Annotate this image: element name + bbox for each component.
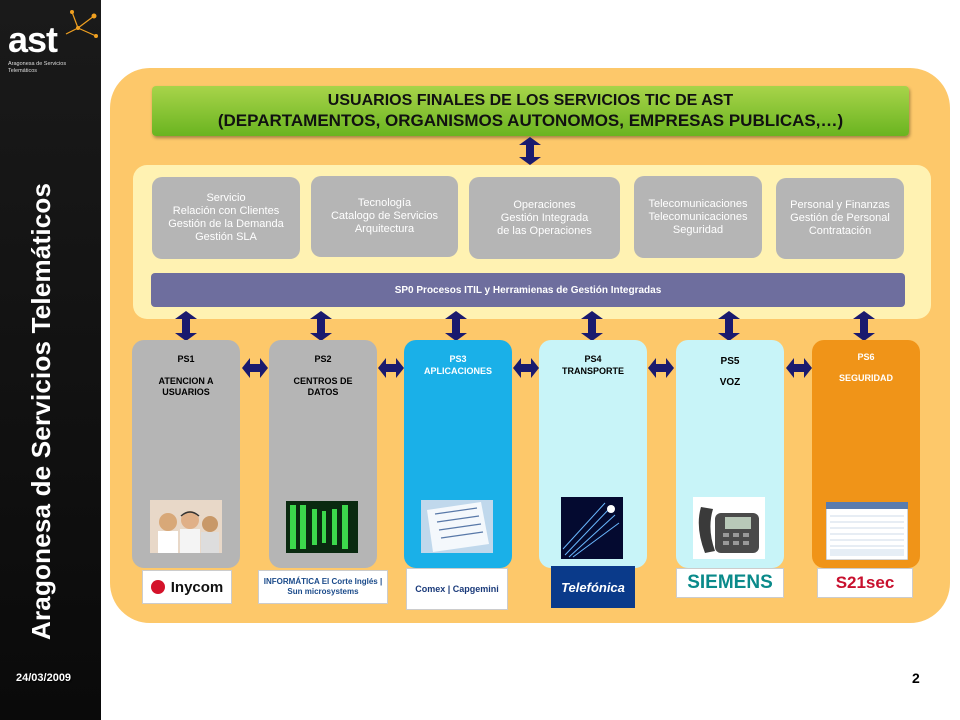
vendor-logo-siemens: SIEMENS	[676, 568, 784, 598]
horizontal-double-arrow-icon	[648, 358, 674, 378]
double-arrow-icon	[175, 311, 197, 341]
vendor-logo-eci-sun: INFORMÁTICA El Corte Inglés | Sun micros…	[258, 570, 388, 604]
box-line: Relación con Clientes	[172, 205, 280, 217]
horizontal-double-arrow-icon	[786, 358, 812, 378]
fiber-optic-photo	[561, 497, 623, 559]
column-code: PS3	[449, 354, 467, 364]
vendor-logo-inycom: Inycom	[142, 570, 232, 604]
box-personal-finanzas: Personal y Finanzas Gestión de Personal …	[776, 178, 904, 259]
box-line: Contratación	[808, 225, 872, 237]
double-arrow-icon	[718, 311, 740, 341]
ip-phone-photo	[693, 497, 765, 559]
vendor-name: SIEMENS	[687, 572, 773, 593]
star-logo-icon	[65, 10, 98, 38]
brand-logo: ast	[8, 19, 58, 60]
header-line-1: USUARIOS FINALES DE LOS SERVICIOS TIC DE…	[327, 92, 734, 109]
box-line: Catalogo de Servicios	[330, 210, 438, 222]
column-name: TRANSPORTE	[561, 366, 624, 376]
horizontal-double-arrow-icon	[242, 358, 268, 378]
double-arrow-icon	[853, 311, 875, 341]
double-arrow-icon	[445, 311, 467, 341]
vendor-logo-s21sec: S21sec	[817, 568, 913, 598]
box-line: Gestión SLA	[195, 231, 257, 243]
double-arrow-icon	[519, 137, 541, 165]
call-center-photo	[150, 500, 222, 553]
column-name: VOZ	[719, 377, 741, 388]
box-line: Telecomunicaciones	[648, 210, 748, 223]
box-operaciones: Operaciones Gestión Integrada de las Ope…	[469, 177, 620, 259]
sidebar: ast Aragonesa de Servicios Telemáticos A…	[0, 0, 101, 720]
vendor-name: Telefónica	[561, 579, 625, 595]
vendor-name: INFORMÁTICA El Corte Inglés | Sun micros…	[263, 577, 383, 596]
column-name: ATENCION A USUARIOS	[158, 376, 214, 397]
box-title: Telecomunicaciones	[648, 197, 748, 210]
box-servicio: Servicio Relación con Clientes Gestión d…	[152, 177, 300, 259]
box-telecomunicaciones: Telecomunicaciones Telecomunicaciones Se…	[634, 176, 762, 258]
inycom-mark-icon	[150, 580, 165, 594]
security-screenshot	[826, 502, 908, 560]
documents-photo	[421, 500, 493, 553]
column-code: PS6	[857, 352, 875, 362]
column-code: PS2	[314, 354, 332, 364]
brand-subtitle: Aragonesa de Servicios Telemáticos	[8, 61, 67, 74]
box-line: Arquitectura	[354, 223, 415, 235]
vendor-name: S21sec	[835, 573, 895, 592]
box-line: de las Operaciones	[497, 224, 592, 237]
vendor-logo-comex-capgemini: Comex | Capgemini	[406, 568, 508, 610]
box-line: Gestión de Personal	[790, 212, 890, 224]
date-label: 24/03/2009	[16, 672, 72, 684]
box-title: Personal y Finanzas	[790, 199, 890, 211]
box-line: Gestión Integrada	[500, 211, 589, 224]
page-number: 2	[912, 670, 920, 686]
box-title: Servicio	[206, 192, 246, 204]
header-line-2: (DEPARTAMENTOS, ORGANISMOS AUTONOMOS, EM…	[217, 111, 844, 130]
data-center-photo	[286, 501, 358, 553]
column-code: PS5	[720, 356, 740, 367]
double-arrow-icon	[310, 311, 332, 341]
column-name: SEGURIDAD	[838, 373, 893, 383]
vendor-name: Inycom	[170, 578, 224, 596]
column-name: APLICACIONES	[423, 366, 492, 376]
column-code: PS1	[177, 354, 195, 364]
column-code: PS4	[584, 354, 602, 364]
sp0-bar: SP0 Procesos ITIL y Herramienas de Gesti…	[151, 273, 905, 307]
box-title: Tecnología	[357, 197, 412, 209]
vertical-title: Aragonesa de Servicios Telemáticos	[26, 182, 56, 640]
horizontal-double-arrow-icon	[378, 358, 404, 378]
end-users-header: USUARIOS FINALES DE LOS SERVICIOS TIC DE…	[152, 86, 909, 136]
horizontal-double-arrow-icon	[513, 358, 539, 378]
vendor-logo-telefonica: Telefónica	[551, 566, 635, 608]
box-line: Gestión de la Demanda	[168, 218, 284, 230]
column-name: CENTROS DE DATOS	[293, 376, 353, 397]
double-arrow-icon	[581, 311, 603, 341]
box-tecnologia: Tecnología Catalogo de Servicios Arquite…	[311, 176, 458, 257]
vendor-name: Comex | Capgemini	[415, 583, 499, 594]
box-line: Seguridad	[672, 223, 724, 236]
box-title: Operaciones	[513, 198, 576, 211]
